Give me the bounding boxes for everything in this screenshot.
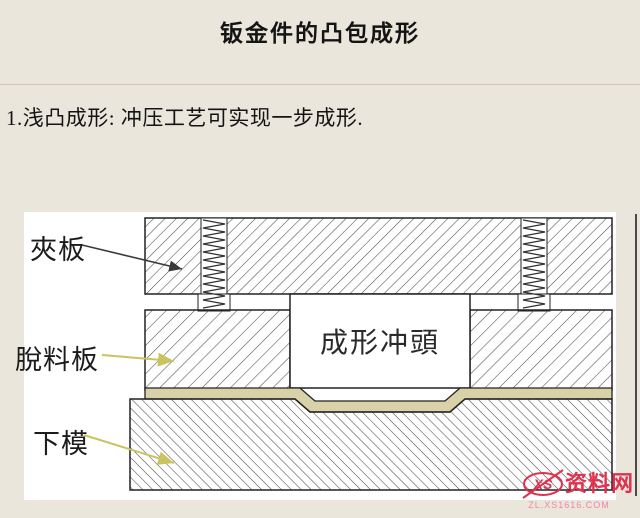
lower-die-block	[129, 398, 613, 491]
title-divider	[0, 84, 640, 85]
stripper-plate-arrow	[101, 352, 175, 367]
forming-punch-area	[289, 293, 471, 389]
watermark-logo-icon: XS	[522, 469, 564, 499]
stripper-plate-right-block	[469, 309, 613, 391]
forming-die-figure: 成形冲頭	[24, 212, 616, 500]
stripper-plate-left-block	[144, 309, 291, 391]
page-title: 钣金件的凸包成形	[220, 21, 420, 46]
forming-punch-label: 成形冲頭	[320, 327, 440, 359]
clamp-plate-label: 夾板	[30, 235, 86, 265]
clamp-plate-arrow	[81, 244, 183, 272]
body-text: 1.浅凸成形: 冲压工艺可实现一步成形.	[6, 106, 364, 130]
watermark: XS 资料网 ZL.XS1616.COM	[504, 469, 634, 510]
forming-die-diagram: 成形冲頭	[24, 212, 616, 500]
lower-die-arrow	[83, 434, 175, 465]
stripper-plate-label: 脫料板	[15, 345, 99, 375]
watermark-logo-text: XS	[533, 476, 553, 492]
watermark-site-url: ZL.XS1616.COM	[528, 500, 610, 510]
page-right-border	[635, 214, 637, 496]
watermark-site-name: 资料网	[564, 471, 634, 496]
spring-left-symbol	[202, 219, 226, 309]
lower-die-label: 下模	[33, 429, 89, 459]
spring-right-symbol	[522, 219, 546, 309]
